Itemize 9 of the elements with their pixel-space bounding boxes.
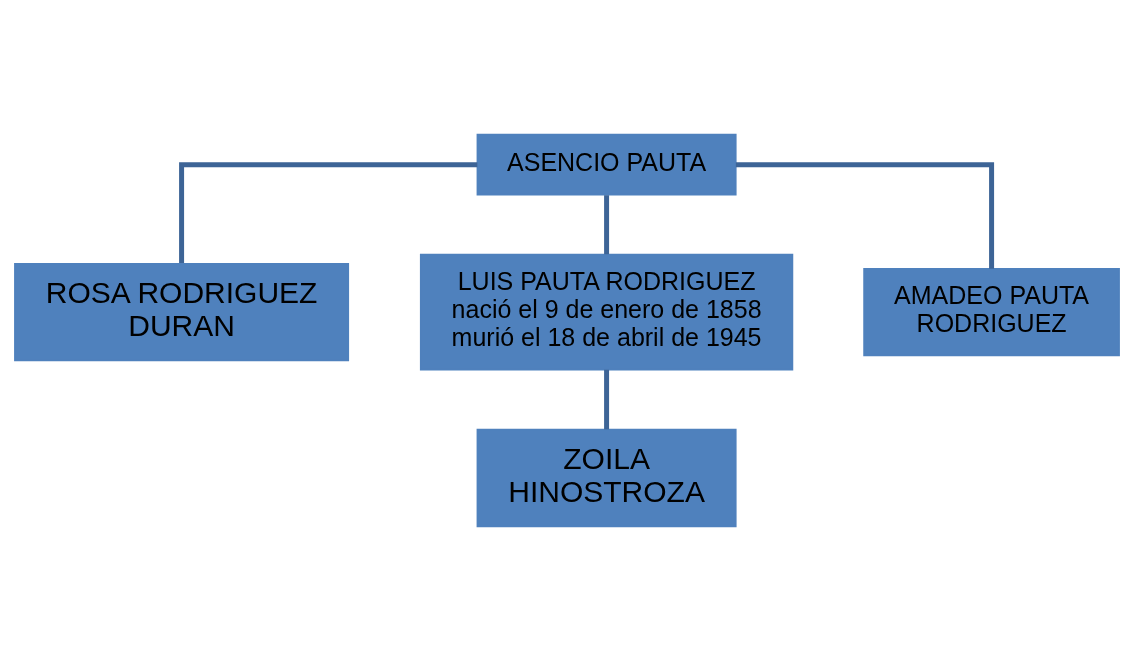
node-box: ASENCIO PAUTA bbox=[476, 133, 737, 195]
connector bbox=[179, 161, 478, 263]
connector bbox=[604, 194, 610, 254]
node-box: ROSA RODRIGUEZ DURAN bbox=[14, 262, 350, 361]
node-box: AMADEO PAUTA RODRIGUEZ bbox=[863, 267, 1120, 356]
connector bbox=[735, 161, 995, 269]
node-box: ZOILA HINOSTROZA bbox=[476, 428, 737, 527]
node-box: LUIS PAUTA RODRIGUEZ nació el 9 de enero de 1858 murió el 18 de abril de 1945 bbox=[419, 253, 794, 370]
connector bbox=[604, 369, 610, 429]
